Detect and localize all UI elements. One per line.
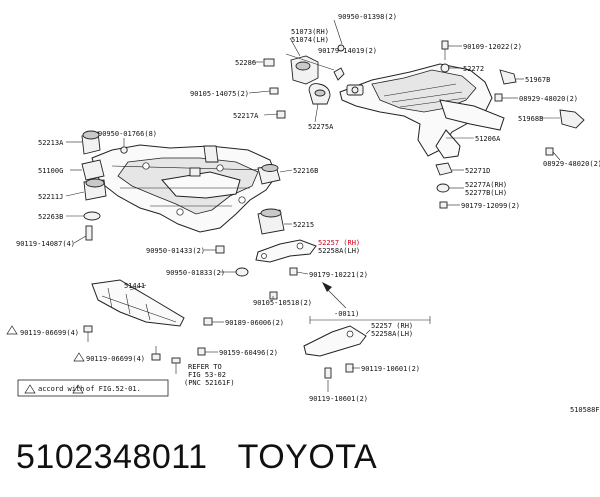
part-label: 52217A	[233, 112, 259, 120]
part-label: 08929-48020(2)	[519, 95, 578, 103]
part-label: 08929-48020(2)	[543, 160, 600, 168]
diagram-code: 510588F	[570, 406, 600, 414]
part-label: 90109-12022(2)	[463, 43, 522, 51]
reference-note-box	[17, 379, 169, 397]
rear-mount-parts	[263, 40, 585, 209]
part-label: 51206A	[475, 135, 501, 143]
part-label: 90119-14087(4)	[16, 240, 75, 248]
part-label: 51441	[124, 282, 145, 290]
part-label: 90189-06006(2)	[225, 319, 284, 327]
part-label: 90119-10601(2)	[309, 395, 368, 403]
note-text: accord with	[38, 385, 84, 393]
part-label: 90119-06699(4)	[86, 355, 145, 363]
direction-arrow	[322, 282, 347, 309]
part-label: 51100G	[38, 167, 63, 175]
part-label: 51073(RH)	[291, 28, 329, 36]
part-label: 52211J	[38, 193, 63, 201]
part-label: 90159-60496(2)	[219, 349, 278, 357]
part-label: 90179-10221(2)	[309, 271, 368, 279]
leader-lines	[65, 19, 561, 392]
part-label: 51967B	[525, 76, 550, 84]
rear-crossmember-drawing	[339, 63, 505, 159]
part-label: 52216B	[293, 167, 318, 175]
part-label: 90179-14019(2)	[318, 47, 377, 55]
note-text: of FIG.52-01.	[86, 385, 141, 393]
part-label: FIG 53-02	[188, 371, 226, 379]
part-label: 52258A(LH)	[371, 330, 413, 338]
part-label: 90950-01433(2)	[146, 247, 205, 255]
front-mount-parts	[81, 130, 298, 300]
warning-icon	[6, 325, 18, 335]
part-label: 90950-01398(2)	[338, 13, 397, 21]
part-label: -0011)	[334, 310, 359, 318]
part-label: REFER TO	[188, 363, 222, 371]
part-label: 90119-10601(2)	[361, 365, 420, 373]
lower-arm-upper-drawing	[255, 239, 317, 263]
part-labels: 90950-01398(2) 51073(RH) 51074(LH) 90109…	[16, 13, 600, 414]
part-label: 52213A	[38, 139, 64, 147]
caption: 5102348011 TOYOTA	[16, 432, 377, 482]
part-label: 90119-06699(4)	[20, 329, 79, 337]
part-label: 90950-01833(2)	[166, 269, 225, 277]
part-label: 90105-14075(2)	[190, 90, 249, 98]
part-label: 52271D	[465, 167, 490, 175]
brand-name: TOYOTA	[237, 437, 378, 476]
part-number: 5102348011	[16, 437, 208, 476]
part-label: 52263B	[38, 213, 63, 221]
part-label: 52272	[463, 65, 484, 73]
part-label: 51074(LH)	[291, 36, 329, 44]
under-cover-drawing	[83, 279, 213, 374]
part-label: 90105-10518(2)	[253, 299, 312, 307]
part-label: 52257 (RH)	[371, 322, 413, 330]
part-label: 90179-12099(2)	[461, 202, 520, 210]
part-label: 52215	[293, 221, 314, 229]
part-label: 52286	[235, 59, 256, 67]
part-label: (PNC 52161F)	[184, 379, 235, 387]
front-crossmember-drawing	[91, 144, 277, 233]
part-label: 52277B(LH)	[465, 189, 507, 197]
part-label: 52275A	[308, 123, 334, 131]
lower-arm-lower-drawing	[303, 316, 431, 379]
part-label: 90950-01766(8)	[98, 130, 157, 138]
part-label: 52277A(RH)	[465, 181, 507, 189]
part-label-highlighted: 52257 (RH)	[318, 239, 360, 247]
part-label: 51968B	[518, 115, 543, 123]
part-label: 52258A(LH)	[318, 247, 360, 255]
warning-icon	[73, 352, 85, 362]
parts-diagram: 90950-01398(2) 51073(RH) 51074(LH) 90109…	[6, 13, 600, 414]
